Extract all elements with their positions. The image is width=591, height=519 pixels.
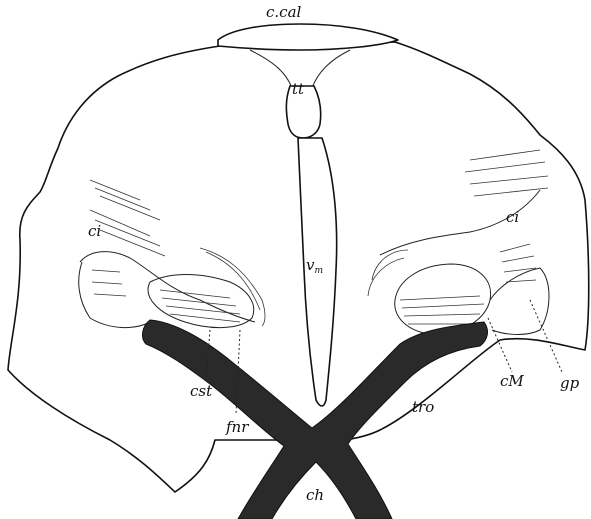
label-gp: gp: [560, 374, 580, 392]
label-ch: ch: [306, 486, 324, 504]
label-ci-right: ci: [506, 208, 519, 226]
label-fnr: fnr: [225, 418, 249, 436]
label-cM: cM: [500, 372, 524, 390]
label-tt: tt: [292, 80, 305, 98]
corpus-callosum: [218, 24, 398, 50]
label-ci-left: ci: [88, 222, 101, 240]
label-tro: tro: [412, 398, 434, 416]
label-vm-sub: m: [314, 266, 323, 276]
label-cst: cst: [190, 382, 213, 400]
label-ccal: c.cal: [266, 3, 302, 21]
